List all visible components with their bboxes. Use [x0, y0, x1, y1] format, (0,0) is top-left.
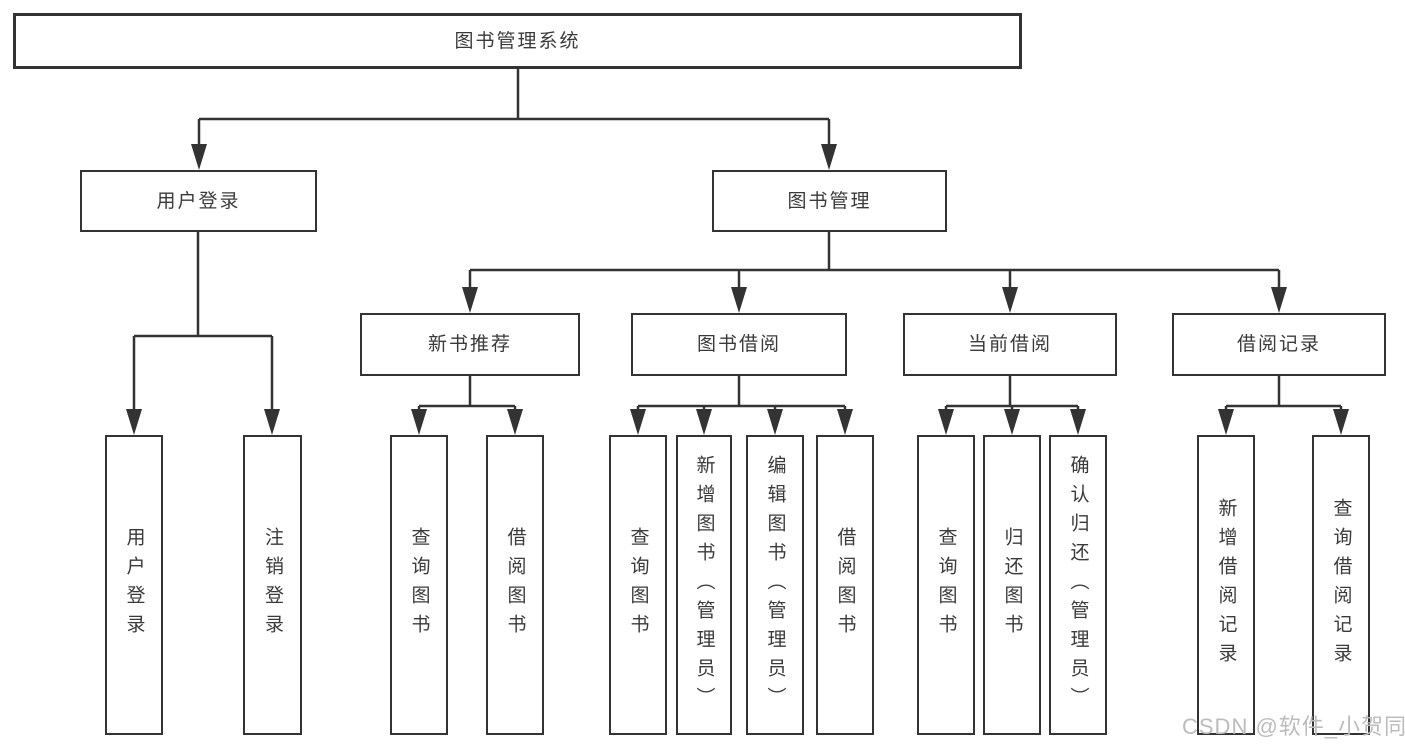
leaf-current-confirm-return-admin: 确认归还（管理员）: [1049, 435, 1107, 735]
leaf-borrow-add-books-admin: 新增图书（管理员）: [676, 435, 732, 735]
node-label: 借阅图书: [834, 527, 856, 643]
arrow-down-icon: [191, 144, 207, 170]
arrow-down-icon: [507, 409, 523, 435]
node-label: 当前借阅: [967, 334, 1052, 355]
arrow-down-icon: [938, 409, 954, 435]
arrow-down-icon: [837, 409, 853, 435]
arrow-down-icon: [696, 409, 712, 435]
node-label: 图书管理: [787, 190, 872, 212]
leaf-borrow-query-books: 查询图书: [609, 435, 667, 735]
arrow-down-icon: [264, 409, 280, 435]
node-label: 查询图书: [935, 527, 957, 643]
node-label: 新增图书（管理员）: [693, 454, 715, 716]
leaf-current-query-books: 查询图书: [917, 435, 975, 735]
node-label: 查询借阅记录: [1330, 498, 1352, 672]
node-new-book-recommend: 新书推荐: [360, 313, 580, 376]
node-user-login: 用户登录: [80, 170, 317, 232]
arrow-down-icon: [821, 144, 837, 170]
node-label: 确认归还（管理员）: [1067, 454, 1089, 716]
node-label: 查询图书: [627, 527, 649, 643]
node-label: 用户登录: [156, 190, 241, 212]
arrow-down-icon: [1271, 287, 1287, 313]
leaf-current-return-books: 归还图书: [983, 435, 1041, 735]
leaf-borrow-borrow-books: 借阅图书: [816, 435, 874, 735]
node-book-borrow: 图书借阅: [631, 313, 847, 376]
node-label: 注销登录: [262, 527, 283, 643]
arrow-down-icon: [1070, 409, 1086, 435]
csdn-watermark: CSDN @软件_小贺同学: [1182, 714, 1405, 739]
node-label: 编辑图书（管理员）: [764, 454, 786, 716]
arrow-down-icon: [731, 287, 747, 313]
node-borrow-records: 借阅记录: [1172, 313, 1386, 376]
node-label: 查询图书: [408, 527, 430, 643]
node-label: 借阅记录: [1236, 334, 1321, 355]
arrow-down-icon: [126, 409, 142, 435]
node-system-root: 图书管理系统: [13, 13, 1022, 69]
arrow-down-icon: [1218, 409, 1234, 435]
leaf-recommend-query-books: 查询图书: [390, 435, 448, 735]
node-label: 图书借阅: [696, 334, 781, 355]
arrow-down-icon: [630, 409, 646, 435]
leaf-logout: 注销登录: [243, 435, 302, 735]
leaf-user-login: 用户登录: [105, 435, 163, 735]
node-label: 归还图书: [1001, 527, 1023, 643]
arrow-down-icon: [1004, 409, 1020, 435]
arrow-down-icon: [411, 409, 427, 435]
node-label: 新书推荐: [427, 334, 512, 355]
leaf-borrow-edit-books-admin: 编辑图书（管理员）: [746, 435, 804, 735]
arrow-down-icon: [767, 409, 783, 435]
arrow-down-icon: [462, 287, 478, 313]
leaf-records-add-record: 新增借阅记录: [1197, 435, 1255, 735]
node-label: 新增借阅记录: [1215, 498, 1237, 672]
arrow-down-icon: [1002, 287, 1018, 313]
leaf-recommend-borrow-books: 借阅图书: [486, 435, 544, 735]
node-label: 用户登录: [123, 527, 145, 643]
node-label: 借阅图书: [504, 527, 526, 643]
arrow-down-icon: [1333, 409, 1349, 435]
node-label: 图书管理系统: [454, 30, 581, 52]
node-book-management: 图书管理: [712, 170, 947, 232]
leaf-records-query-record: 查询借阅记录: [1312, 435, 1370, 735]
node-current-borrow: 当前借阅: [903, 313, 1117, 376]
